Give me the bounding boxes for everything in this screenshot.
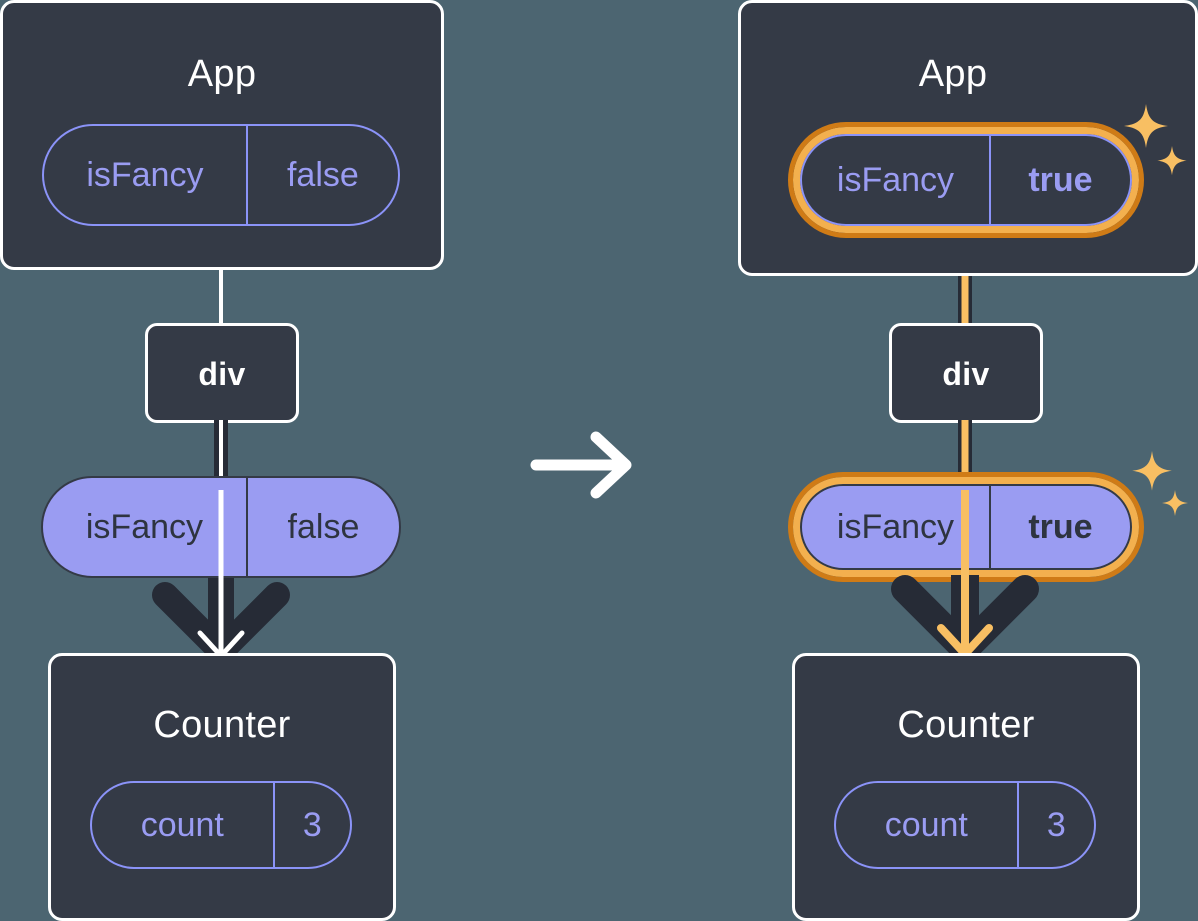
div-box-before: div (145, 323, 299, 423)
counter-state-pill-before: count 3 (90, 781, 352, 869)
passed-prop-key: isFancy (85, 507, 204, 546)
counter-state-value: 3 (272, 783, 350, 867)
counter-box-title: Counter (153, 704, 291, 746)
app-box-title-after: App (918, 53, 988, 95)
app-prop-pill-before: isFancy false (42, 124, 400, 226)
app-box-title: App (187, 53, 257, 95)
app-prop-pill-after: isFancy true (800, 134, 1132, 226)
passed-prop-key-after: isFancy (836, 507, 955, 546)
app-prop-value-after: true (988, 136, 1130, 224)
app-prop-key-after: isFancy (836, 160, 955, 199)
sparkle-icon-mid (1132, 451, 1188, 516)
div-box-after: div (889, 323, 1043, 423)
counter-state-key: count (140, 805, 224, 844)
div-box-title: div (198, 356, 246, 392)
passed-prop-value: false (245, 478, 399, 576)
transition-arrow-icon (530, 431, 632, 499)
app-prop-key: isFancy (86, 155, 204, 194)
div-box-title-after: div (942, 356, 990, 392)
counter-box-title-after: Counter (897, 704, 1035, 746)
counter-state-value-after: 3 (1016, 783, 1094, 867)
app-prop-value: false (245, 126, 398, 224)
counter-state-pill-after: count 3 (834, 781, 1096, 869)
passed-prop-value-after: true (988, 486, 1130, 568)
sparkle-icon-top (1124, 104, 1187, 176)
counter-state-key-after: count (884, 805, 968, 844)
